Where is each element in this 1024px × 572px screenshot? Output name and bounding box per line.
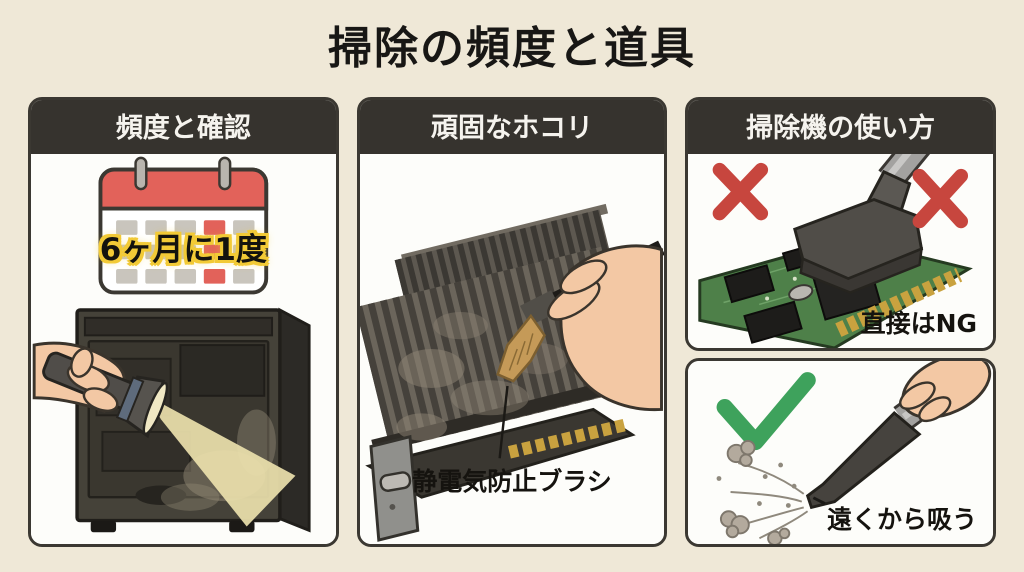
panel-dust-header: 頑固なホコリ <box>359 100 665 154</box>
vacuum-ok-body: 遠くから吸う <box>688 361 994 544</box>
panel-dust-body: 静電気防止ブラシ <box>359 154 665 544</box>
cross-icon <box>912 168 969 229</box>
panel-frequency-body: 6ヶ月に1度 <box>31 154 336 544</box>
heatsink-brush-illustration <box>359 203 665 542</box>
page-title: 掃除の頻度と道具 <box>328 23 696 74</box>
panel-vacuum: 掃除機の使い方 <box>685 97 997 547</box>
vacuum-ng-body: 直接はNG <box>688 154 994 348</box>
brush-caption: 静電気防止ブラシ <box>412 467 612 496</box>
vacuum-ok-label: 遠くから吸う <box>827 505 978 534</box>
hand-holding-nozzle <box>899 361 992 423</box>
cross-icon <box>712 162 769 221</box>
calendar-icon <box>98 156 269 295</box>
vacuum-direct-illustration <box>698 154 974 348</box>
vacuum-head-icon <box>793 154 931 294</box>
heatsink-fins <box>359 203 636 454</box>
calendar-frequency-label: 6ヶ月に1度 <box>99 232 267 268</box>
panel-frequency-header: 頻度と確認 <box>31 100 336 154</box>
light-beam <box>147 395 296 527</box>
flashlight-icon <box>32 341 169 439</box>
vacuum-ng-label: 直接はNG <box>860 309 978 338</box>
frequency-illustration <box>32 156 311 533</box>
vacuum-distance-illustration <box>716 361 992 544</box>
panel-row: 頻度と確認 <box>28 97 997 547</box>
io-bracket <box>369 434 419 542</box>
panel-frequency: 頻度と確認 <box>28 97 339 547</box>
dust-particles <box>716 439 809 544</box>
hand-holding-brush <box>546 244 663 412</box>
label-leader-line <box>498 385 509 459</box>
panel-vacuum-header: 掃除機の使い方 <box>688 100 994 154</box>
check-icon <box>716 372 817 451</box>
panel-dust: 頑固なホコリ <box>356 97 668 547</box>
